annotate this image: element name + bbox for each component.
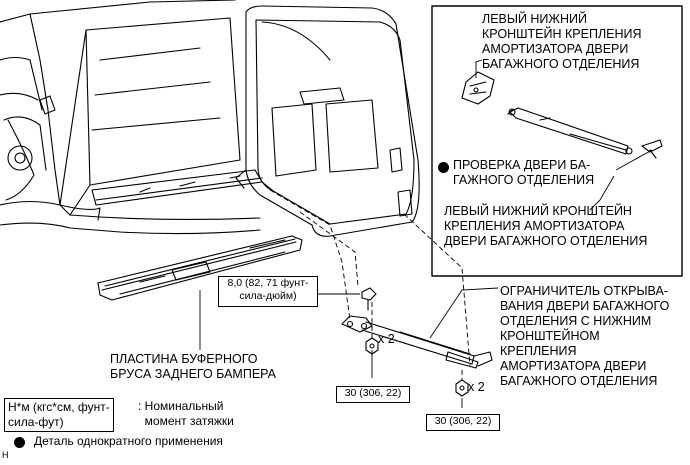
- torque-units-legend-box: H*м (кгс*см, фунт- сила-фут): [4, 398, 114, 432]
- corner-mark: H: [2, 450, 9, 460]
- non-reusable-legend-marker: [14, 437, 25, 448]
- inset-frame: [431, 5, 683, 277]
- back-door: [235, 5, 420, 237]
- torque-units-description: : Номинальный момент затяжки: [138, 399, 234, 428]
- inset-upper-bracket-part: [641, 139, 663, 159]
- vehicle-body: [0, 0, 263, 235]
- inset-stay-part: [507, 107, 633, 155]
- stay-assembly-label: ОГРАНИЧИТЕЛЬ ОТКРЫВА- ВАНИЯ ДВЕРИ БАГАЖН…: [500, 284, 670, 388]
- back-door-check-label: ПРОВЕРКА ДВЕРИ БА- ГАЖНОГО ОТДЕЛЕНИЯ: [453, 158, 595, 187]
- stay-assembly-part: [341, 315, 493, 369]
- bumper-plate-part: [97, 235, 303, 301]
- bolt-torque-box: 8,0 (82, 71 фунт- сила-дюйм): [218, 276, 318, 307]
- non-reusable-legend-text: Деталь однократного применения: [34, 434, 223, 448]
- left-lower-bracket-label-top: ЛЕВЫЙ НИЖНИЙ КРОНШТЕЙН КРЕПЛЕНИЯ АМОРТИЗ…: [482, 12, 642, 71]
- non-reusable-marker-check: [438, 162, 449, 173]
- nut-torque-box-left: 30 (306, 22): [336, 386, 410, 403]
- left-lower-bracket-label-bottom: ЛЕВЫЙ НИЖНИЙ КРОНШТЕЙН КРЕПЛЕНИЯ АМОРТИЗ…: [444, 204, 648, 248]
- inset-bracket-part: [461, 71, 495, 105]
- quantity-label-right: x 2: [468, 380, 485, 394]
- nut-torque-box-right: 30 (306, 22): [426, 414, 500, 431]
- quantity-label-left: x 2: [378, 332, 395, 346]
- bumper-plate-label: ПЛАСТИНА БУФЕРНОГО БРУСА ЗАДНЕГО БАМПЕРА: [110, 352, 277, 381]
